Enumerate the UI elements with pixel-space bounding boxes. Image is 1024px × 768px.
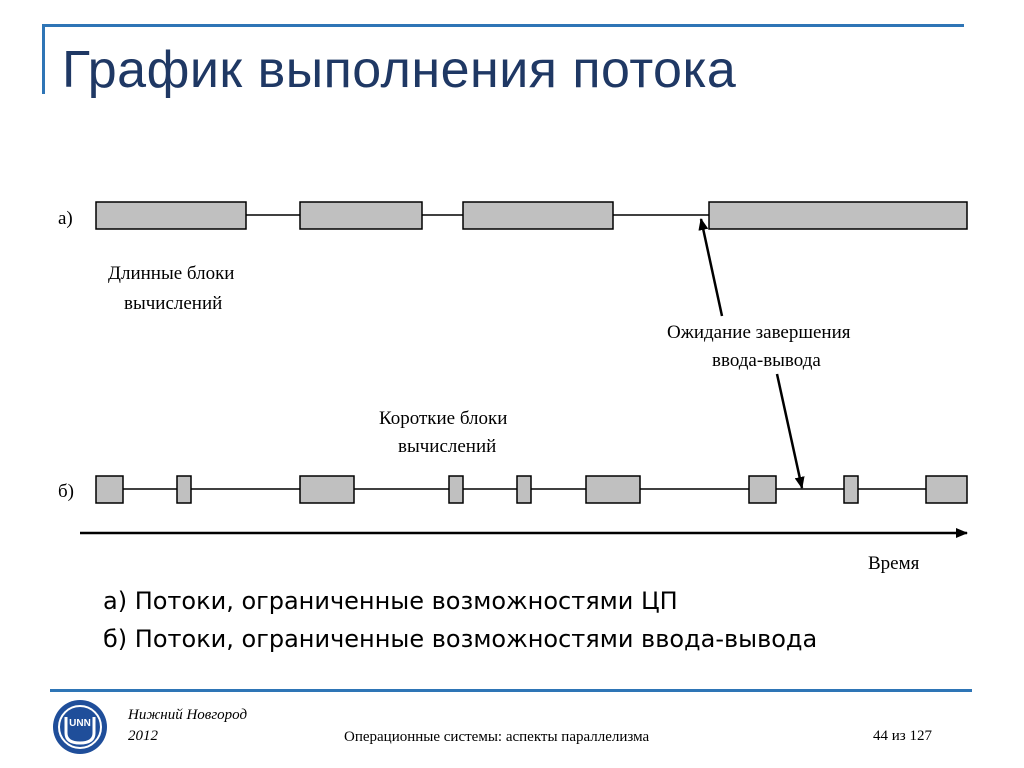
timeline-b (95, 475, 968, 504)
io-wait-label-line1: Ожидание завершения (667, 322, 851, 343)
timeline-a (95, 201, 968, 230)
footer-course-title: Операционные системы: аспекты параллелиз… (344, 729, 650, 745)
short-compute-block (176, 475, 192, 504)
io-wait-label-line2: ввода-вывода (712, 350, 821, 371)
short-compute-block (95, 475, 124, 504)
long-blocks-label-line1: Длинные блоки (108, 263, 234, 284)
legend-item-a: а) Потоки, ограниченные возможностями ЦП (103, 587, 678, 615)
short-compute-block (516, 475, 532, 504)
row-label-a: а) (58, 208, 73, 229)
time-axis-label: Время (868, 553, 920, 574)
slide-title: График выполнения потока (62, 41, 737, 99)
long-compute-block (462, 201, 614, 230)
title-accent-horizontal (42, 24, 964, 27)
short-blocks-label-line1: Короткие блоки (379, 408, 507, 429)
short-compute-block (925, 475, 968, 504)
legend-item-b: б) Потоки, ограниченные возможностями вв… (103, 625, 818, 653)
row-label-b: б) (58, 481, 74, 502)
logo-lettering: UNN (69, 718, 91, 729)
short-compute-block (299, 475, 355, 504)
short-compute-block (585, 475, 641, 504)
long-blocks-label-line2: вычислений (124, 293, 222, 314)
pointer-arrow-down (775, 373, 805, 489)
footer-page-number: 44 из 127 (873, 728, 932, 744)
short-blocks-label-line2: вычислений (398, 436, 496, 457)
long-compute-block (708, 201, 968, 230)
university-logo: UNN (53, 700, 107, 754)
short-compute-block (843, 475, 859, 504)
footer-divider (50, 689, 972, 692)
long-compute-block (299, 201, 423, 230)
footer-city: Нижний Новгород (128, 707, 248, 723)
title-accent-vertical (42, 24, 45, 94)
pointer-arrow-up (698, 218, 724, 317)
footer-year: 2012 (128, 728, 158, 744)
short-compute-block (748, 475, 777, 504)
short-compute-block (448, 475, 464, 504)
long-compute-block (95, 201, 247, 230)
legend: а) Потоки, ограниченные возможностями ЦП… (103, 582, 817, 658)
